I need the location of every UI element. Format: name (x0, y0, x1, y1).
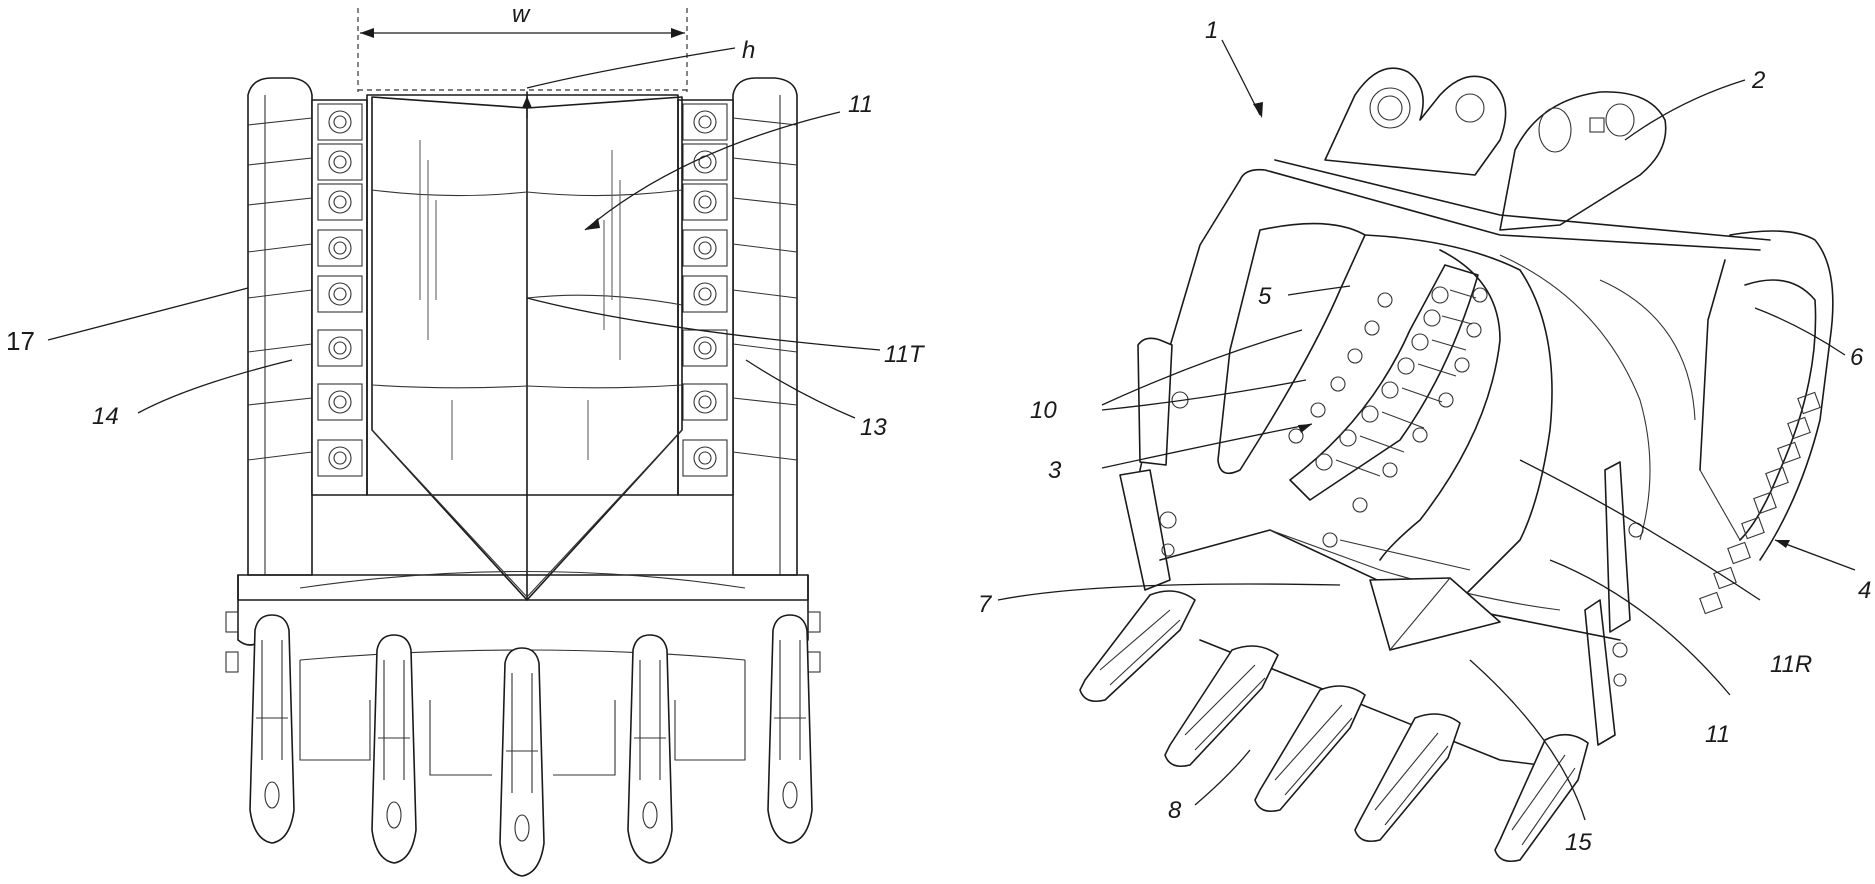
label-14: 14 (92, 403, 119, 430)
dimension-w (357, 8, 688, 92)
front-teeth (249, 614, 813, 877)
label-3: 3 (1048, 457, 1062, 484)
label-11R: 11R (1770, 651, 1812, 678)
label-6: 6 (1850, 344, 1864, 371)
label-2: 2 (1751, 67, 1765, 94)
front-view: w h 11 17 11T 14 13 (6, 1, 926, 877)
left-side-wall (1217, 222, 1366, 475)
label-4: 4 (1858, 577, 1871, 604)
label-10: 10 (1030, 397, 1057, 424)
label-8: 8 (1168, 797, 1182, 824)
label-11-front: 11 (848, 91, 873, 118)
perspective-teeth (1079, 590, 1589, 863)
left-bolt-column (317, 103, 363, 477)
curved-wear-strip (1288, 264, 1488, 548)
left-side-plate (247, 77, 313, 576)
center-wedge-plate (1369, 577, 1501, 651)
label-11T: 11T (884, 341, 926, 368)
label-w: w (512, 1, 531, 28)
label-h: h (742, 37, 755, 64)
perspective-view: 1 2 5 6 10 3 4 7 11R 11 8 15 (978, 17, 1871, 863)
right-side-wall (1739, 279, 1817, 541)
right-bolt-column (682, 103, 728, 477)
mounting-bracket-right (1499, 91, 1667, 231)
label-17: 17 (6, 326, 35, 356)
right-side-plate (732, 77, 798, 576)
label-13: 13 (860, 414, 887, 441)
side-bolt-row (1699, 391, 1821, 615)
mounting-bracket-left (1324, 67, 1507, 176)
label-5: 5 (1258, 283, 1272, 310)
label-15: 15 (1565, 829, 1592, 856)
label-7: 7 (978, 591, 993, 618)
label-1: 1 (1205, 17, 1218, 44)
label-11-perspective: 11 (1705, 721, 1730, 748)
